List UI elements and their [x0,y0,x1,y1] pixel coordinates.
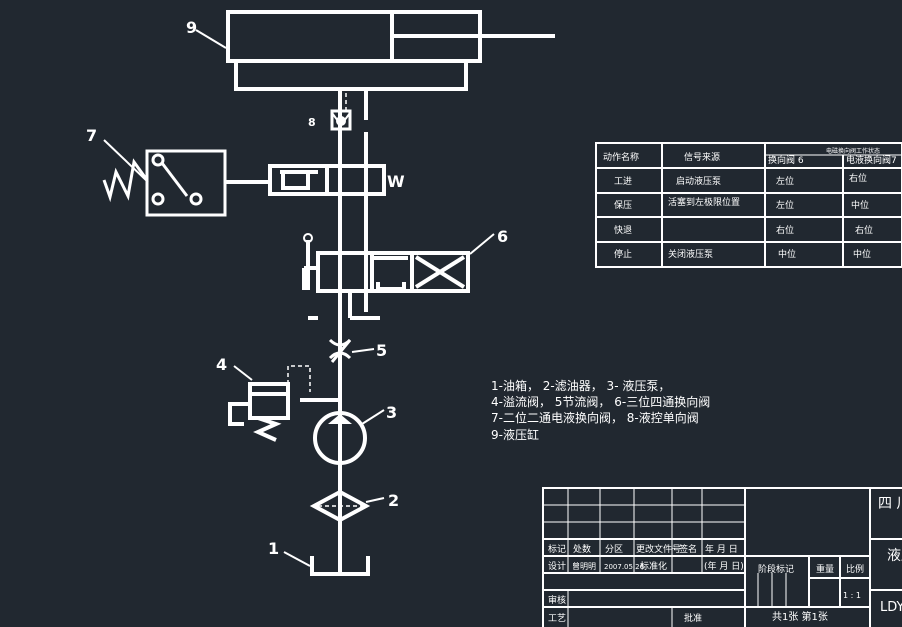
label-1: 1 [268,539,279,558]
legend-line-3: 7-二位二通电液换向阀， 8-液控单向阀 [491,410,699,425]
label-4: 4 [216,355,227,374]
pump-leader-line [361,409,385,425]
tb-company: 四 川 [878,496,902,512]
oil-filter [309,489,371,523]
cylinder-leader-line [195,29,227,49]
three-position-valve [302,240,470,320]
oil-tank [310,556,370,576]
label-2: 2 [388,491,399,510]
tb-zone: 分区 [605,544,623,555]
tb-sheets: 共1张 第1张 [772,610,828,623]
relief-pilot-line [287,365,311,392]
label-w: W [387,172,405,191]
tb-design-date: 2007.05.26 [604,563,645,571]
label-7: 7 [86,126,97,145]
tb-date: 年 月 日 [705,543,738,555]
label-3: 3 [386,403,397,422]
table-cell-r2-c4: 中位 [851,199,869,211]
table-header-valve6: 换向阀 6 [768,154,804,166]
table-cell-r3-c1: 快退 [614,224,632,236]
tb-count: 处数 [573,543,591,555]
component-legend: 1-油箱， 2-滤油器， 3- 液压泵， 4-溢流阀， 5节流阀， 6-三位四通… [491,378,710,442]
valve6-leader-line [469,233,495,255]
main-pipeline [300,89,368,576]
tb-drawing-title: 液压 [887,548,902,564]
table-title: 电磁换向阀工作状态 [826,147,880,155]
filter-leader-line [365,497,385,503]
table-cell-r3-c3: 右位 [776,224,794,236]
table-cell-r3-c4: 右位 [855,224,873,236]
table-header-valve7: 电液换向阀7 [846,154,897,166]
table-cell-r1-c3: 左位 [776,175,794,187]
tb-approve: 批准 [684,612,702,624]
hydraulic-pump [313,411,367,465]
tb-weight: 重量 [816,563,834,575]
hydraulic-cylinder [226,10,555,91]
table-cell-r2-c1: 保压 [614,199,632,211]
legend-line-2: 4-溢流阀， 5节流阀， 6-三位四通换向阀 [491,394,710,409]
table-cell-r4-c1: 停止 [614,248,632,260]
tb-stage-mark: 阶段标记 [758,563,794,575]
table-cell-r4-c3: 中位 [778,248,796,260]
valve5-leader-line [351,348,375,353]
valve7-leader-line [103,139,149,183]
valve4-leader-line [233,365,253,381]
table-cell-r2-c2: 活塞到左极限位置 [668,196,740,208]
tb-process: 工艺 [548,613,566,624]
label-9: 9 [186,18,197,37]
legend-line-1: 1-油箱， 2-滤油器， 3- 液压泵， [491,378,670,393]
tb-scale: 比例 [846,563,864,575]
table-header-action: 动作名称 [603,151,639,163]
pilot-check-valve [330,89,362,131]
table-cell-r4-c4: 中位 [853,248,871,260]
label-8: 8 [308,116,316,129]
tb-standard: 标准化 [640,560,667,572]
title-block: 标记 处数 分区 更改文件号 签名 年 月 日 设计 曾明明 2007.05.2… [542,487,902,627]
tb-standard-date: (年 月 日) [704,560,744,572]
throttle-valve [328,338,352,363]
tb-change-doc: 更改文件号 [636,543,681,555]
table-cell-r2-c3: 左位 [776,199,794,211]
solenoid-actuator [102,149,227,217]
table-cell-r1-c2: 启动液压泵 [676,175,721,187]
table-cell-r1-c4: 右位 [849,172,867,184]
tb-design: 设计 [548,560,566,572]
tb-sign: 签名 [679,543,697,555]
tank-leader-line [283,551,311,567]
two-position-valve [226,164,386,196]
tb-designer: 曾明明 [572,561,596,571]
table-cell-r1-c1: 工进 [614,176,632,187]
action-table: 电磁换向阀工作状态 动作名称 信号来源 换向阀 6 电液换向阀7 工进 启动液压… [595,142,902,268]
tb-review: 审核 [548,594,566,606]
tb-drawing-no: LDY [880,600,902,615]
legend-line-4: 9-液压缸 [491,427,539,442]
label-6: 6 [497,227,508,246]
relief-valve [228,382,290,442]
tb-scale-value: 1 : 1 [843,591,861,600]
tb-mark: 标记 [548,543,566,555]
label-5: 5 [376,341,387,360]
table-cell-r4-c2: 关闭液压泵 [668,248,713,260]
table-header-signal: 信号来源 [684,151,720,163]
